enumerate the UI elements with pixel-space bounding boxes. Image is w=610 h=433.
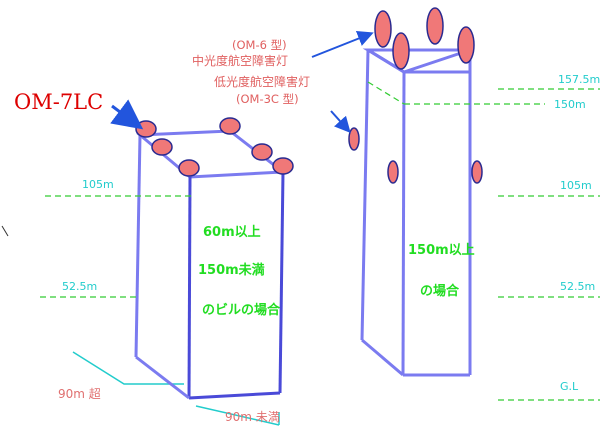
obstruction-light-icon — [387, 160, 399, 184]
left-footprint-depth-label: 90m 未満 — [225, 410, 280, 424]
left-footprint-left-edge — [72, 351, 184, 385]
right-building-left-edge — [360, 49, 370, 341]
obstruction-light-icon — [178, 159, 200, 177]
medium-light-model-label: (OM-6 型) — [232, 38, 287, 52]
obstruction-light-icon — [251, 143, 273, 161]
height-line-150-slant — [367, 81, 405, 105]
obstruction-light-icon — [219, 117, 241, 135]
low-light-name-label: 低光度航空障害灯 — [214, 74, 310, 89]
obstruction-light-icon — [348, 127, 360, 151]
om7lc-label: OM-7LC — [14, 90, 103, 114]
stray-mark — [1, 225, 9, 237]
obstruction-light-icon — [374, 10, 392, 48]
left-building-bottom-front — [188, 391, 281, 400]
left-building-front-left-edge — [187, 176, 192, 399]
right-building-text-2: の場合 — [420, 283, 460, 299]
height-label-gl-right: G.L — [560, 380, 579, 393]
left-building-text-3: のビルの場合 — [202, 302, 281, 318]
low-light-model-label: (OM-3C 型) — [236, 92, 299, 106]
height-label-52-left: 52.5m — [62, 280, 97, 293]
left-building-front-right-edge — [278, 171, 285, 394]
left-building-text-2: 150m未満 — [198, 262, 265, 278]
obstruction-light-icon — [151, 138, 173, 156]
height-label-150-right: 150m — [554, 98, 586, 111]
medium-light-name-label: 中光度航空障害灯 — [192, 53, 288, 68]
height-label-105-left: 105m — [82, 178, 114, 191]
right-building-text-1: 150m以上 — [408, 243, 475, 258]
callout-arrow-icon — [110, 99, 144, 130]
left-footprint-width-label: 90m 超 — [58, 386, 101, 401]
left-building-left-edge — [134, 134, 142, 358]
obstruction-light-icon — [457, 26, 475, 64]
obstruction-light-icon — [471, 160, 483, 184]
obstruction-light-icon — [426, 7, 444, 45]
left-building-bottom-side — [135, 355, 190, 400]
obstruction-light-icon — [392, 32, 410, 70]
right-building-top-outline — [367, 48, 472, 74]
right-building: 150m以上 の場合 — [348, 7, 483, 377]
height-label-105-right: 105m — [560, 179, 592, 192]
right-building-bottom-side — [361, 338, 404, 377]
obstruction-light-icon — [272, 157, 294, 175]
callout-arrow-icon — [330, 110, 351, 133]
left-building: OM-7LC 60m以上 150m未満 のビルの場合 90m 超 90m 未満 — [14, 90, 294, 426]
right-building-front-left-edge — [401, 71, 406, 376]
height-label-157-right: 157.5m — [558, 73, 600, 86]
height-label-52-right: 52.5m — [560, 280, 595, 293]
left-footprint-right-edge — [195, 405, 280, 426]
callout-arrow-icon — [311, 30, 374, 58]
left-building-text-1: 60m以上 — [203, 225, 261, 240]
obstruction-light-icon — [135, 120, 157, 138]
